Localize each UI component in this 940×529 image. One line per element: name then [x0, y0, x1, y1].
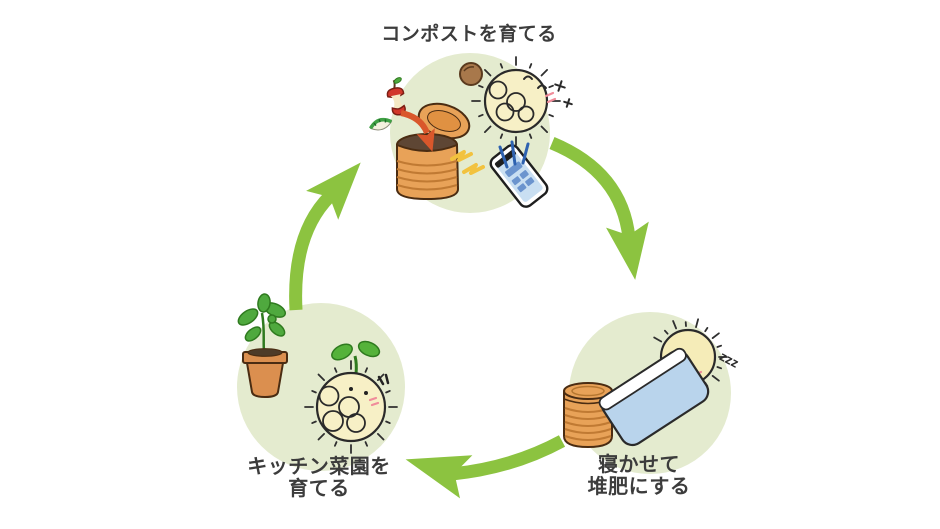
- kitchen-garden-illustration: [237, 293, 398, 454]
- grow-compost-illustration: [369, 56, 573, 208]
- ray-line: [333, 441, 338, 447]
- ray-line: [704, 326, 709, 333]
- ray-line: [376, 432, 385, 441]
- stage-label-rest-line2: 堆肥にする: [588, 474, 691, 498]
- soil-ball-icon: [459, 62, 483, 86]
- ray-line: [528, 63, 533, 69]
- ray-line: [548, 84, 554, 89]
- character-body: [315, 371, 387, 443]
- ray-line: [364, 441, 369, 447]
- ray-line: [385, 420, 391, 425]
- ray-line: [711, 332, 720, 340]
- character-rays: [653, 318, 728, 396]
- happy-compost-character: [471, 56, 573, 146]
- ray-line: [664, 329, 669, 335]
- cycle-arrow-right-to-left: [405, 435, 566, 499]
- ray-line: [711, 374, 720, 382]
- ray-line: [716, 366, 722, 370]
- pot-soil: [247, 348, 283, 357]
- ray-line: [478, 84, 484, 89]
- character-rays: [471, 56, 561, 146]
- phone-app-blocks: [505, 161, 535, 193]
- character-body: [483, 68, 549, 134]
- ray-line: [317, 432, 326, 441]
- ray-line: [483, 69, 492, 77]
- ray-line: [540, 125, 548, 134]
- stage-label-garden-line1: キッチン菜園を: [247, 455, 391, 478]
- character-pores: [318, 385, 366, 433]
- sprouting-compost-character: [304, 340, 398, 454]
- sleeping-compost-character: zzz: [598, 318, 742, 447]
- ray-line: [695, 318, 699, 329]
- scraps-arrow-head: [416, 128, 435, 152]
- surprise-marks-icon: [377, 373, 390, 386]
- sparkle-icon: [554, 80, 573, 108]
- character-eyes-dots: [349, 387, 368, 395]
- blanket-icon: [598, 347, 710, 447]
- bin-body: [396, 143, 460, 201]
- ray-line: [317, 373, 326, 382]
- bin-ridges: [396, 160, 458, 191]
- stage-label-garden-line2: 育てる: [288, 476, 350, 500]
- ray-line: [483, 125, 492, 134]
- arrow-head: [405, 455, 473, 499]
- sprout-stem: [353, 355, 358, 375]
- food-scraps-icon: [369, 77, 435, 152]
- ray-line: [478, 113, 484, 118]
- ray-line: [333, 367, 338, 373]
- rest-fertilizer-illustration: zzz: [563, 318, 742, 449]
- ray-line: [499, 63, 504, 69]
- character-eyes-happy: [523, 75, 547, 89]
- melon-rind-icon: [369, 117, 393, 131]
- stage-label-rest-line1: 寝かせて: [598, 452, 680, 476]
- scraps-into-bin-arrow: [400, 110, 430, 135]
- ray-line: [385, 389, 391, 394]
- ray-line: [499, 133, 504, 139]
- ray-line: [548, 113, 554, 118]
- ray-line: [653, 336, 663, 343]
- ray-line: [528, 133, 533, 139]
- bin-lid: [417, 102, 471, 140]
- plant-leaves: [237, 293, 287, 342]
- character-blush: [368, 396, 380, 407]
- character-blush: [544, 91, 557, 104]
- ray-line: [716, 344, 722, 348]
- closed-compost-bin-icon: [563, 382, 613, 449]
- spark-icon: [450, 150, 485, 175]
- arrow-head: [306, 162, 361, 220]
- ray-line: [364, 367, 369, 373]
- cycle-arrow-left-to-top: [289, 162, 361, 311]
- ray-line: [311, 389, 317, 394]
- sprout-leaves: [331, 340, 381, 361]
- ray-line: [540, 69, 548, 77]
- cycle-arrows: [289, 136, 649, 499]
- potted-plant-icon: [237, 293, 288, 399]
- ray-line: [672, 320, 677, 330]
- phone-signal-lines: [498, 140, 530, 169]
- stage-label-grow-compost: コンポストを育てる: [381, 22, 557, 45]
- character-pores: [488, 80, 535, 123]
- arrow-head: [606, 221, 649, 280]
- cycle-arrow-top-to-right: [549, 136, 649, 280]
- ray-line: [311, 420, 317, 425]
- pot-body: [245, 362, 285, 399]
- smartphone-icon: [489, 140, 549, 208]
